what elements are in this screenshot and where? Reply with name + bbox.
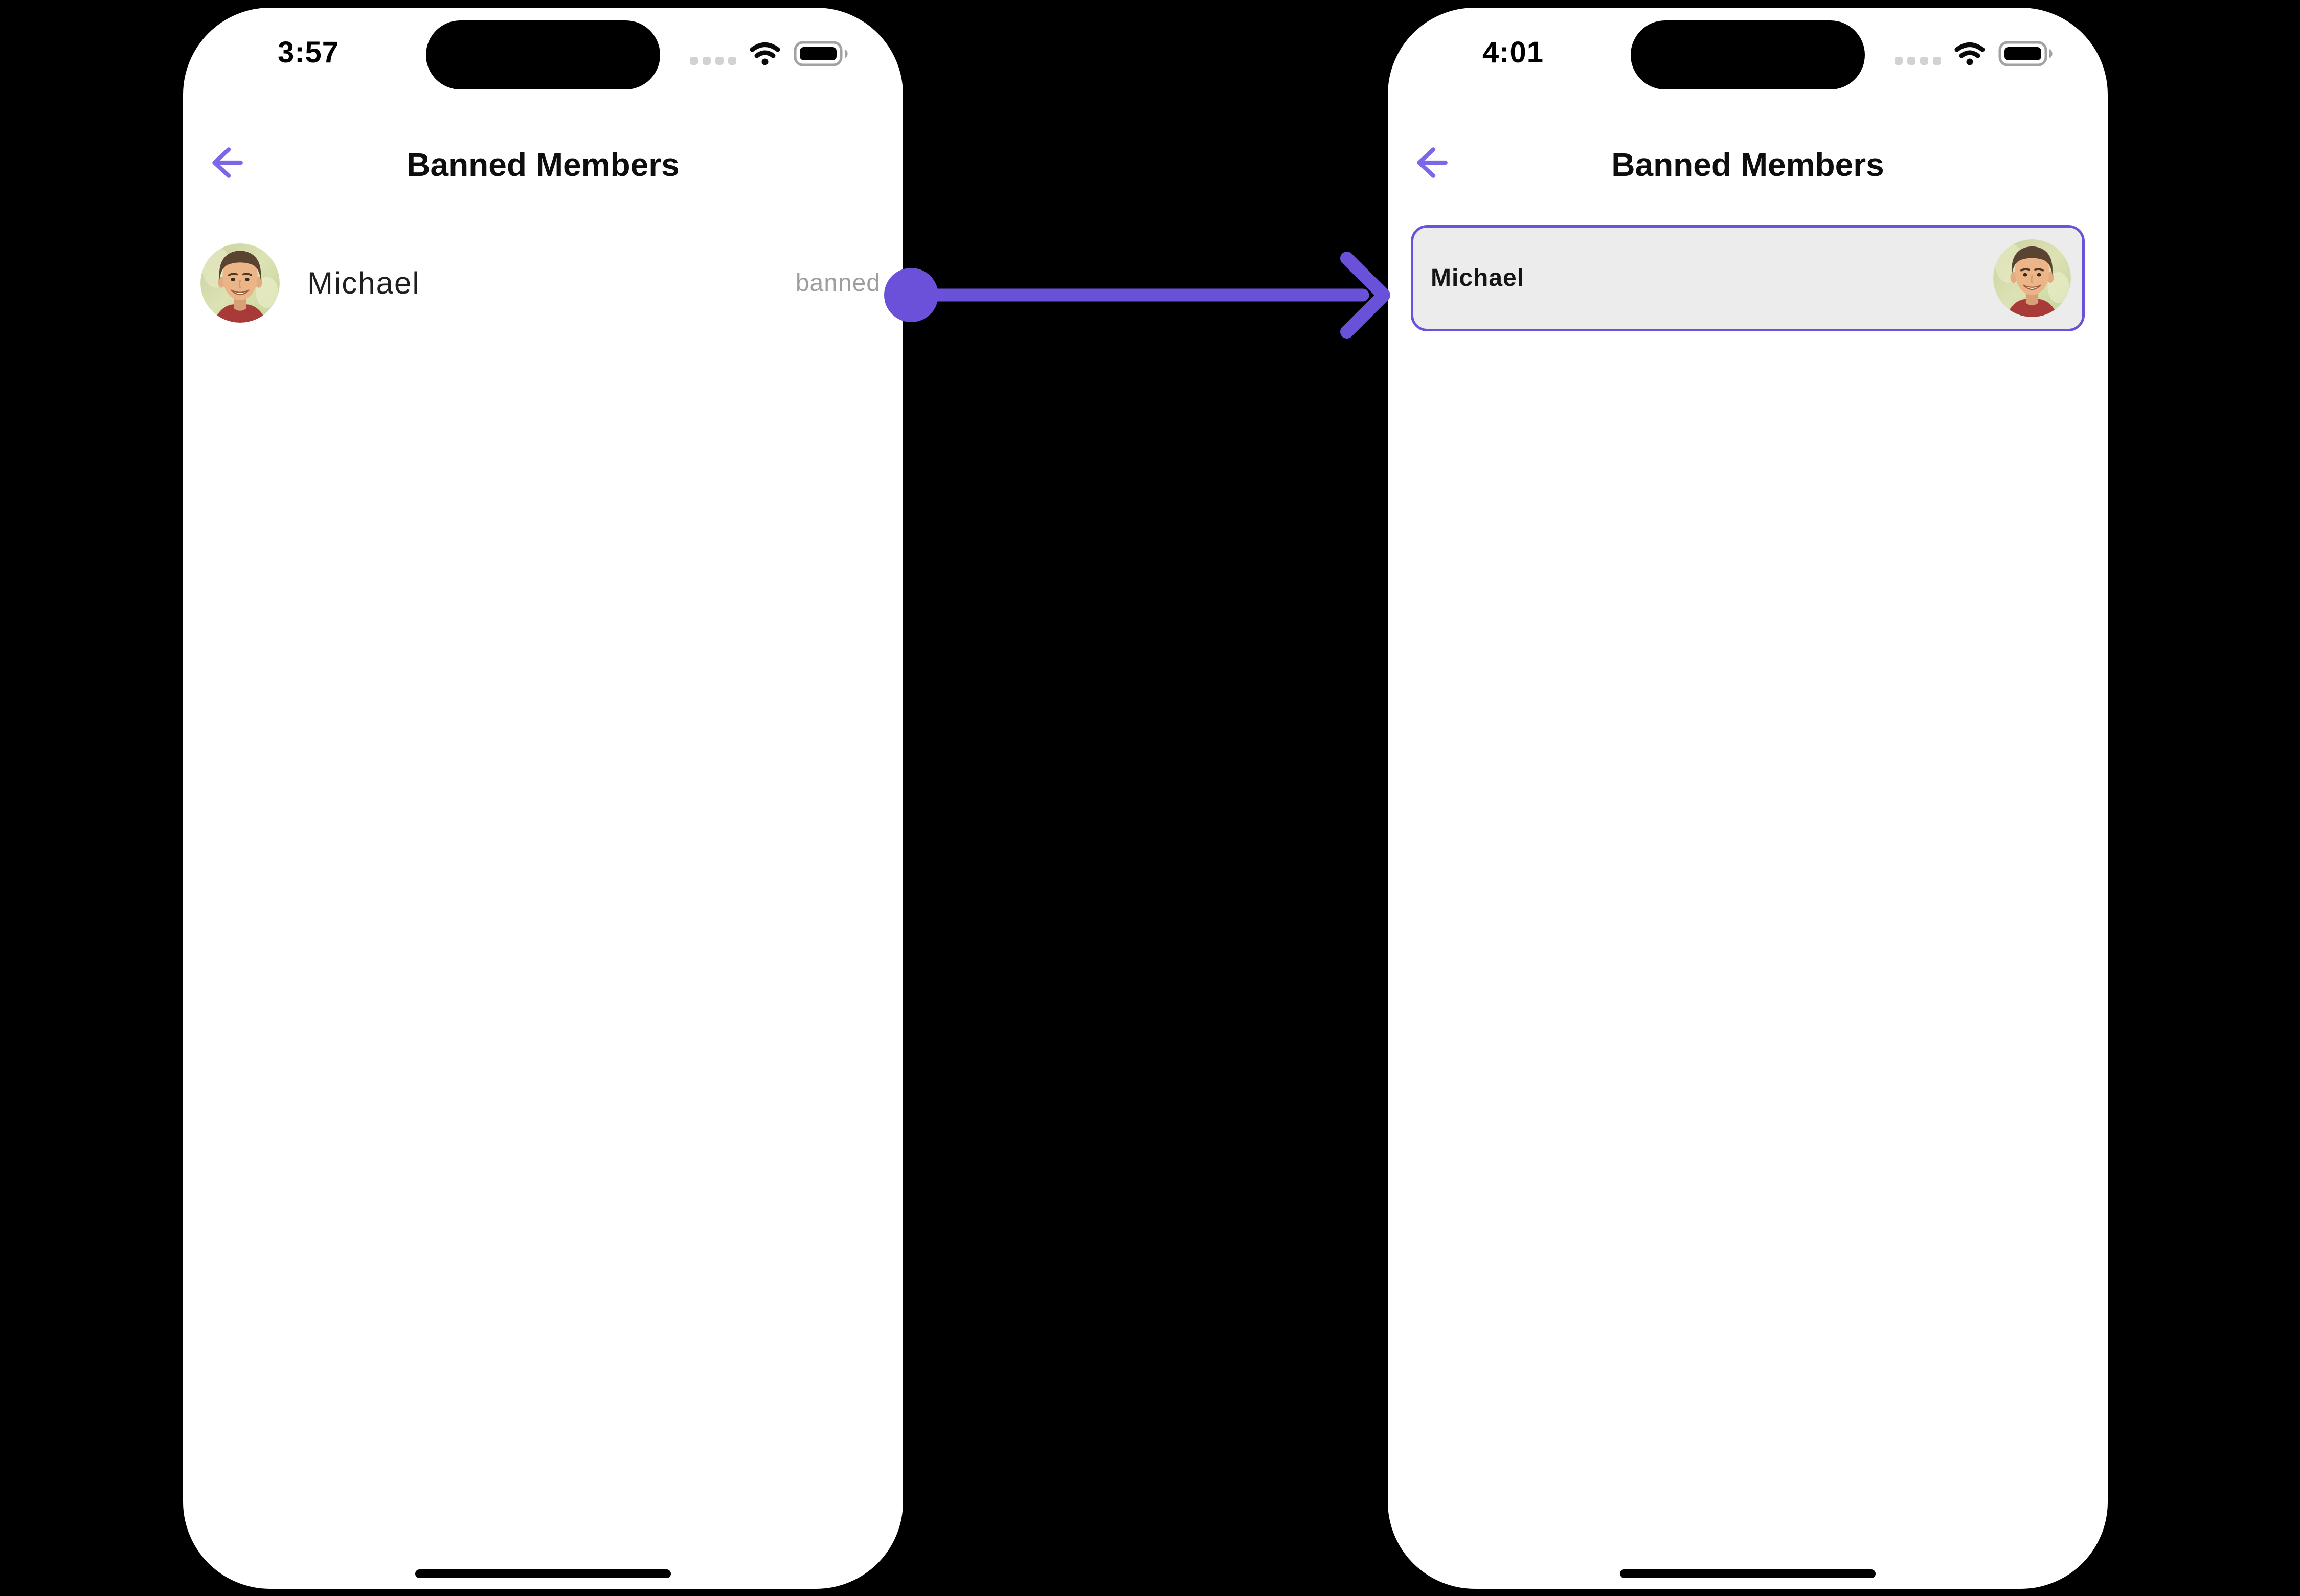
battery-icon [794,41,848,66]
status-bar-time: 4:01 [1482,36,1544,69]
battery-icon [1998,41,2053,66]
wifi-icon [750,41,780,66]
member-name: Michael [307,266,420,300]
page-title: Banned Members [407,146,680,183]
wifi-icon [1954,41,1985,66]
status-bar-icons [690,39,848,68]
home-indicator [415,1569,671,1578]
cellular-dots-icon [1895,42,1941,65]
banned-member-card-selected[interactable]: Michael [1411,225,2085,331]
cellular-dots-icon [690,42,736,65]
status-bar-time: 3:57 [277,36,340,69]
dynamic-island [426,20,660,89]
status-bar-icons [1895,39,2053,68]
phone-frame-before: 3:57 Banned Members Michael banned [183,8,903,1589]
transition-arrowhead [1340,252,1390,339]
dynamic-island [1631,20,1865,89]
home-indicator [1620,1569,1876,1578]
member-avatar [1993,239,2071,317]
member-avatar [200,243,280,323]
member-name: Michael [1431,264,1525,291]
phone-frame-after: 4:01 Banned Members Michael [1388,8,2108,1589]
banned-status-label: banned [795,269,881,297]
page-title: Banned Members [1611,146,1884,183]
banned-member-row[interactable]: Michael banned [183,236,903,331]
